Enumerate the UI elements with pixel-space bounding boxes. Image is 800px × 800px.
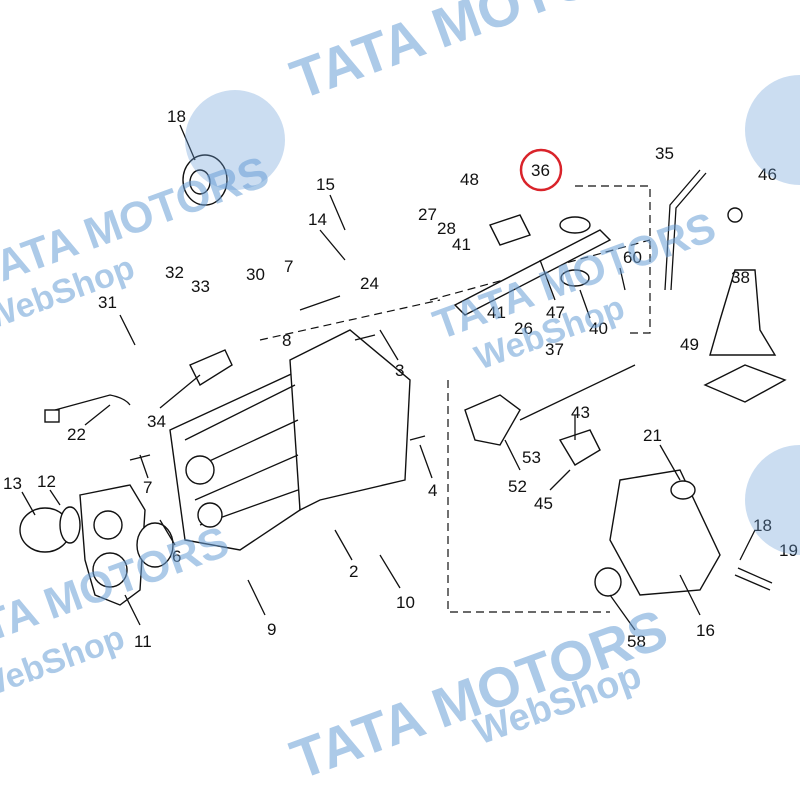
label[interactable]: 8 xyxy=(282,331,291,350)
label[interactable]: 37 xyxy=(545,340,564,359)
label[interactable]: 3 xyxy=(395,361,404,380)
boot-38 xyxy=(709,269,777,356)
label[interactable]: 19 xyxy=(779,541,798,560)
label[interactable]: 45 xyxy=(534,494,553,513)
label[interactable]: 60 xyxy=(623,248,642,267)
label[interactable]: 26 xyxy=(514,319,533,338)
label[interactable]: 52 xyxy=(508,477,527,496)
gear-18 xyxy=(182,154,228,206)
label[interactable]: 33 xyxy=(191,277,210,296)
label[interactable]: 11 xyxy=(134,632,152,651)
label[interactable]: 46 xyxy=(758,165,777,184)
label[interactable]: 12 xyxy=(37,472,56,491)
label[interactable]: 40 xyxy=(589,319,608,338)
label[interactable]: 48 xyxy=(460,170,479,189)
label[interactable]: 35 xyxy=(655,144,674,163)
label[interactable]: 16 xyxy=(696,621,715,640)
label[interactable]: 30 xyxy=(246,265,265,284)
label[interactable]: 10 xyxy=(396,593,415,612)
label[interactable]: 58 xyxy=(627,632,646,651)
label[interactable]: 14 xyxy=(308,210,327,229)
label[interactable]: 38 xyxy=(731,268,750,287)
label[interactable]: 41 xyxy=(487,303,506,322)
shift-lever-47 xyxy=(453,229,612,316)
label[interactable]: 43 xyxy=(571,403,590,422)
label[interactable]: 15 xyxy=(316,175,335,194)
label[interactable]: 21 xyxy=(643,426,662,445)
label[interactable]: 13 xyxy=(3,474,22,493)
label-highlighted[interactable]: 36 xyxy=(531,161,550,180)
part-labels: 18 15 14 27 28 41 48 36 35 46 32 33 30 7… xyxy=(3,107,798,651)
svg-text:TATA MOTORS: TATA MOTORS xyxy=(283,0,676,111)
label[interactable]: 9 xyxy=(267,620,276,639)
label[interactable]: 27 xyxy=(418,205,437,224)
label[interactable]: 32 xyxy=(165,263,184,282)
label[interactable]: 24 xyxy=(360,274,379,293)
label[interactable]: 34 xyxy=(147,412,166,431)
label[interactable]: 2 xyxy=(349,562,358,581)
label[interactable]: 18 xyxy=(753,516,772,535)
label[interactable]: 28 xyxy=(437,219,456,238)
highlight-circle xyxy=(519,148,563,192)
label[interactable]: 49 xyxy=(680,335,699,354)
label[interactable]: 31 xyxy=(98,293,117,312)
label[interactable]: 41 xyxy=(452,235,471,254)
label[interactable]: 7 xyxy=(143,478,152,497)
plate-49 xyxy=(703,364,787,403)
label[interactable]: 7 xyxy=(284,257,293,276)
label[interactable]: 47 xyxy=(546,303,565,322)
label[interactable]: 4 xyxy=(428,481,437,500)
gearbox-housing xyxy=(169,329,411,551)
label[interactable]: 6 xyxy=(172,547,181,566)
label[interactable]: 18 xyxy=(167,107,186,126)
label[interactable]: 22 xyxy=(67,425,86,444)
label[interactable]: 53 xyxy=(522,448,541,467)
rear-housing-16 xyxy=(609,469,721,596)
